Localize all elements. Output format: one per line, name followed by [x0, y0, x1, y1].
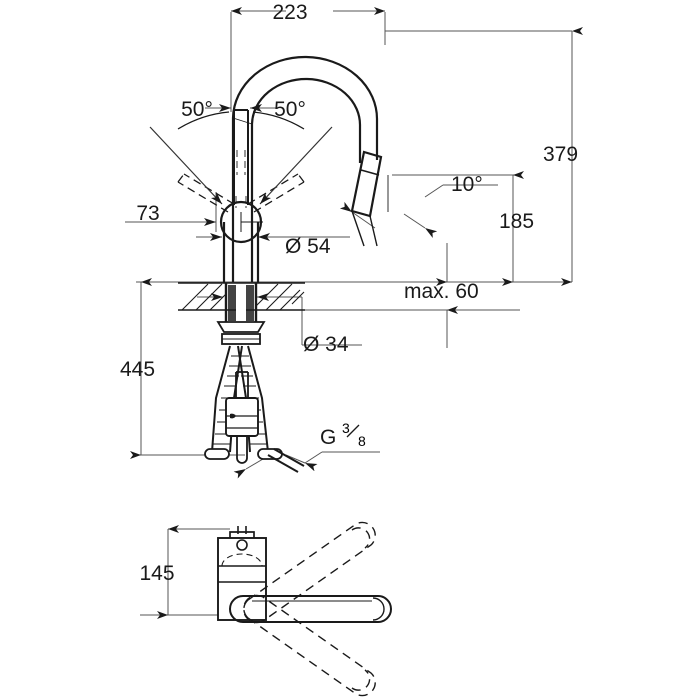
hose-tail-right-b	[273, 448, 305, 467]
label-thread-denominator: 8	[358, 433, 366, 449]
label-10-deg: 10°	[451, 173, 483, 196]
label-50-left: 50°	[181, 98, 213, 121]
dim-arrow-10-right	[403, 213, 438, 238]
weight-stem-upper	[235, 372, 249, 398]
label-diameter-34: Ø 34	[303, 333, 349, 356]
plan-lever-knob	[236, 539, 248, 551]
thread-fraction-slash	[346, 424, 360, 438]
mounting-shank	[224, 283, 258, 322]
hose-weight-assembly	[225, 371, 259, 464]
label-max-60: max. 60	[404, 280, 479, 303]
plan-body-outline	[217, 537, 267, 621]
shank-bore	[236, 285, 246, 321]
spout-inner-profile	[250, 77, 362, 282]
plan-spout-solid	[229, 595, 392, 623]
deck-hatching	[181, 283, 305, 311]
hose-connector-left	[204, 448, 230, 460]
plan-spout-swivel-lower	[243, 594, 376, 697]
hose-right-outer	[247, 345, 269, 453]
lever-hidden-lower	[235, 196, 247, 208]
spray-head-seam	[360, 169, 380, 176]
dimension-labels-layer: 223 50° 50° 73 Ø 54 Ø 34 10° 379 185 max…	[120, 1, 578, 585]
dim-arrow-g38-right	[285, 454, 318, 472]
plan-hidden-arc	[221, 553, 263, 567]
lever-vertical-solid	[233, 110, 249, 205]
spout-outer-profile	[231, 55, 379, 282]
lever-position-left-dashed	[177, 173, 235, 213]
leader-10-a	[424, 184, 444, 198]
mounting-washer	[216, 321, 266, 333]
spray-axis-left	[351, 210, 365, 247]
label-379: 379	[543, 143, 578, 166]
hose-left-outer	[211, 345, 231, 453]
plan-lever-boss	[229, 531, 255, 538]
hose-tail-right-a	[267, 454, 299, 473]
dim-arrow-10-left	[339, 201, 376, 229]
leader-g38-a	[304, 451, 323, 464]
weight-clip	[230, 413, 236, 419]
dimension-lines-layer	[125, 7, 583, 619]
lever-position-right-dashed	[247, 173, 305, 213]
label-185: 185	[499, 210, 534, 233]
lever-hidden-center	[236, 150, 246, 175]
label-thread-numerator: 3	[342, 420, 350, 436]
weight-stem-lower	[236, 436, 248, 464]
angle-50-rays	[149, 126, 333, 205]
label-73: 73	[136, 202, 159, 225]
label-50-right: 50°	[274, 98, 306, 121]
spout-wall-tick	[232, 117, 253, 125]
label-445: 445	[120, 358, 155, 381]
angle-arc-right	[252, 111, 305, 130]
label-223: 223	[272, 1, 307, 24]
front-elevation-view	[149, 55, 389, 473]
spray-axis-right	[369, 215, 378, 247]
label-thread-g: G	[320, 426, 336, 449]
angle-arc-left	[177, 111, 230, 130]
hose-weight-body	[225, 397, 259, 437]
label-145: 145	[139, 562, 174, 585]
plan-view	[217, 521, 392, 697]
spray-head-body	[350, 150, 383, 218]
label-diameter-54: Ø 54	[285, 235, 331, 258]
